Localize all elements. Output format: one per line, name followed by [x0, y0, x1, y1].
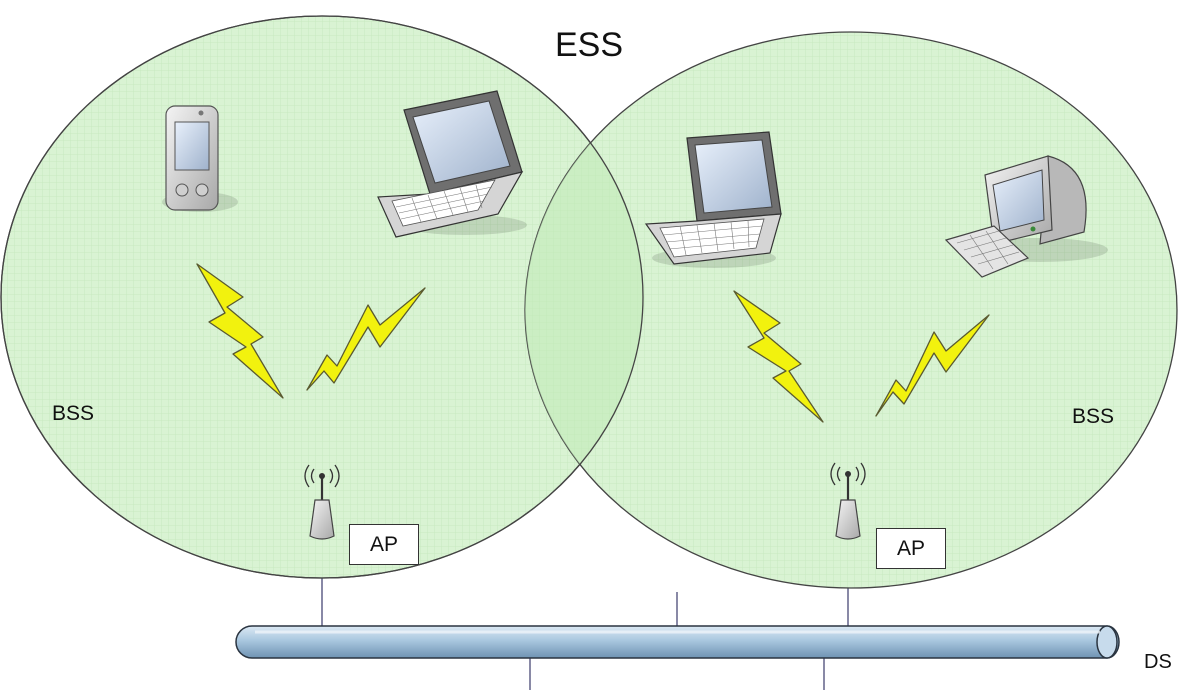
ap-label-right: AP	[876, 528, 946, 569]
lightning-bolt-icon	[306, 287, 426, 391]
pda-icon	[162, 105, 238, 212]
ds-label: DS	[1144, 651, 1172, 673]
access-point-icon	[304, 464, 340, 540]
bss-cell-left-outline	[0, 15, 644, 579]
desktop-computer-icon	[944, 155, 1108, 278]
bss-label-left: BSS	[52, 402, 95, 425]
lightning-bolt-icon	[875, 314, 990, 417]
lightning-bolt-icon	[196, 263, 284, 399]
ap-label-left: AP	[349, 524, 419, 565]
distribution-system-pipe	[235, 625, 1120, 659]
laptop-icon	[644, 131, 782, 268]
bss-label-right: BSS	[1072, 405, 1115, 428]
laptop-icon	[377, 90, 527, 238]
lightning-bolt-icon	[733, 290, 824, 423]
ess-label: ESS	[555, 26, 624, 64]
access-point-icon	[830, 462, 866, 540]
